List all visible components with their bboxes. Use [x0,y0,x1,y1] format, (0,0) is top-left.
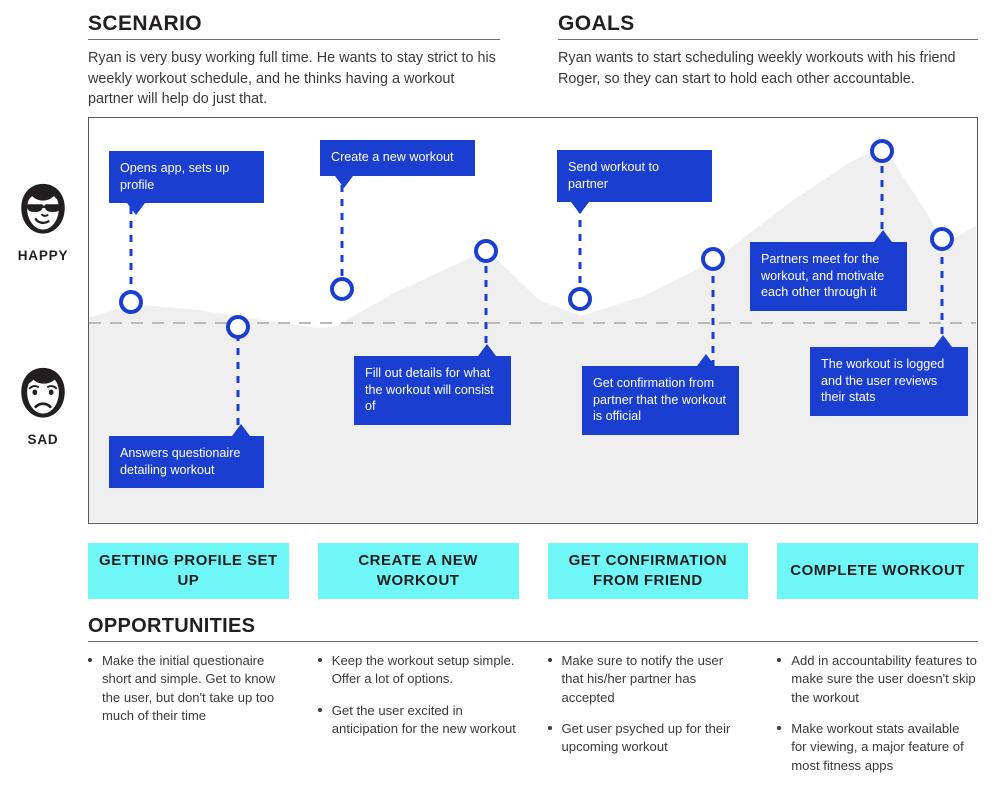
opportunity-text: Get user psyched up for their upcoming w… [561,720,731,755]
journey-emotion-graph [89,139,976,522]
phase-chip-getting-profile-set-up[interactable]: GETTING PROFILE SET UP [88,543,289,599]
callout-step-8[interactable]: The workout is logged and the user revie… [810,335,968,416]
callout-step-5-text: Send workout to partner [568,160,660,191]
opportunity-item: Get the user excited in anticipation for… [317,702,519,739]
sad-face-icon [21,367,65,418]
opportunity-item: Make workout stats available for viewing… [777,720,978,775]
mood-axis-happy: HAPPY [7,182,79,263]
scenario-body: Ryan is very busy working full time. He … [88,50,496,107]
journey-point-4[interactable] [474,239,498,263]
callout-step-3[interactable]: Create a new workout [320,140,475,188]
opportunities-divider [88,641,978,642]
opportunities-column-2: Keep the workout setup simple. Offer a l… [317,652,519,788]
journey-point-5[interactable] [568,287,592,311]
journey-point-8[interactable] [930,227,954,251]
callout-tail-icon [571,202,589,215]
opportunities-column-1: Make the initial questionaire short and … [88,652,289,788]
callout-step-8-text: The workout is logged and the user revie… [821,357,945,405]
bullet-icon [317,658,322,662]
bullet-icon [547,658,552,662]
opportunities-title: OPPORTUNITIES [88,615,256,637]
callout-step-2[interactable]: Answers questionaire detailing workout [109,424,264,489]
scenario-divider [88,39,500,41]
journey-point-2[interactable] [226,315,250,339]
opportunity-item: Keep the workout setup simple. Offer a l… [317,652,519,689]
callout-step-1[interactable]: Opens app, sets up profile [109,151,264,216]
callout-step-4-text: Fill out details for what the workout wi… [365,366,494,414]
opportunity-item: Make the initial questionaire short and … [88,652,289,725]
callout-tail-icon [232,424,250,436]
bullet-icon [777,725,782,730]
callout-step-7[interactable]: Partners meet for the workout, and motiv… [750,230,907,311]
callout-tail-icon [874,230,892,242]
callout-tail-icon [335,175,353,188]
callout-step-5[interactable]: Send workout to partner [557,150,712,215]
callout-step-3-text: Create a new workout [331,150,454,164]
opportunity-text: Keep the workout setup simple. Offer a l… [331,653,515,687]
callout-tail-icon [697,354,715,366]
opportunities-section: OPPORTUNITIES Make the initial questiona… [88,615,978,788]
opportunities-columns: Make the initial questionaire short and … [88,652,978,788]
mood-happy-label: HAPPY [17,248,69,263]
opportunity-text: Make workout stats available for viewing… [791,720,964,773]
journey-point-3[interactable] [330,277,354,301]
scenario-title: SCENARIO [88,12,203,35]
scenario-section: SCENARIO Ryan is very busy working full … [88,12,500,109]
phase-chip-create-a-new-workout[interactable]: CREATE A NEW WORKOUT [317,543,519,599]
mood-sad-label: SAD [27,432,59,447]
journey-map: Opens app, sets up profile Answers quest… [88,117,978,524]
journey-points-layer [119,139,954,439]
goals-title: GOALS [558,12,635,35]
callout-tail-icon [478,344,496,356]
callout-step-2-text: Answers questionaire detailing workout [120,446,241,477]
callout-tail-icon [934,335,952,347]
phase-chip-get-confirmation-from-friend[interactable]: GET CONFIRMATION FROM FRIEND [547,543,749,599]
opportunity-item: Get user psyched up for their upcoming w… [547,720,749,757]
goals-divider [558,39,978,41]
mood-axis-sad: SAD [7,366,79,447]
bullet-icon [317,707,322,712]
goals-section: GOALS Ryan wants to start scheduling wee… [558,12,978,89]
journey-point-7[interactable] [870,139,894,163]
callout-step-6-text: Get confirmation from partner that the w… [593,376,727,424]
opportunity-item: Add in accountability features to make s… [777,652,978,707]
bullet-icon [777,658,782,662]
opportunity-text: Get the user excited in anticipation for… [331,702,516,736]
opportunities-column-3: Make sure to notify the user that his/he… [547,652,749,788]
opportunity-item: Make sure to notify the user that his/he… [547,652,749,707]
phase-chip-row: GETTING PROFILE SET UP CREATE A NEW WORK… [88,543,978,599]
bullet-icon [88,658,92,662]
callout-step-1-text: Opens app, sets up profile [120,161,230,192]
journey-point-1[interactable] [119,290,143,314]
opportunity-text: Make sure to notify the user that his/he… [561,653,724,705]
callout-step-4[interactable]: Fill out details for what the workout wi… [354,344,511,425]
phase-chip-complete-workout[interactable]: COMPLETE WORKOUT [777,543,978,599]
callout-tail-icon [127,203,145,216]
callout-step-7-text: Partners meet for the workout, and motiv… [761,252,885,300]
opportunity-text: Add in accountability features to make s… [791,653,977,705]
opportunities-column-4: Add in accountability features to make s… [777,652,978,788]
callout-step-6[interactable]: Get confirmation from partner that the w… [582,354,739,435]
journey-point-6[interactable] [701,247,725,271]
bullet-icon [547,725,552,730]
happy-face-icon [21,183,65,234]
opportunity-text: Make the initial questionaire short and … [102,653,276,723]
goals-body: Ryan wants to start scheduling weekly wo… [558,50,956,87]
emotion-area-shape [89,146,976,522]
